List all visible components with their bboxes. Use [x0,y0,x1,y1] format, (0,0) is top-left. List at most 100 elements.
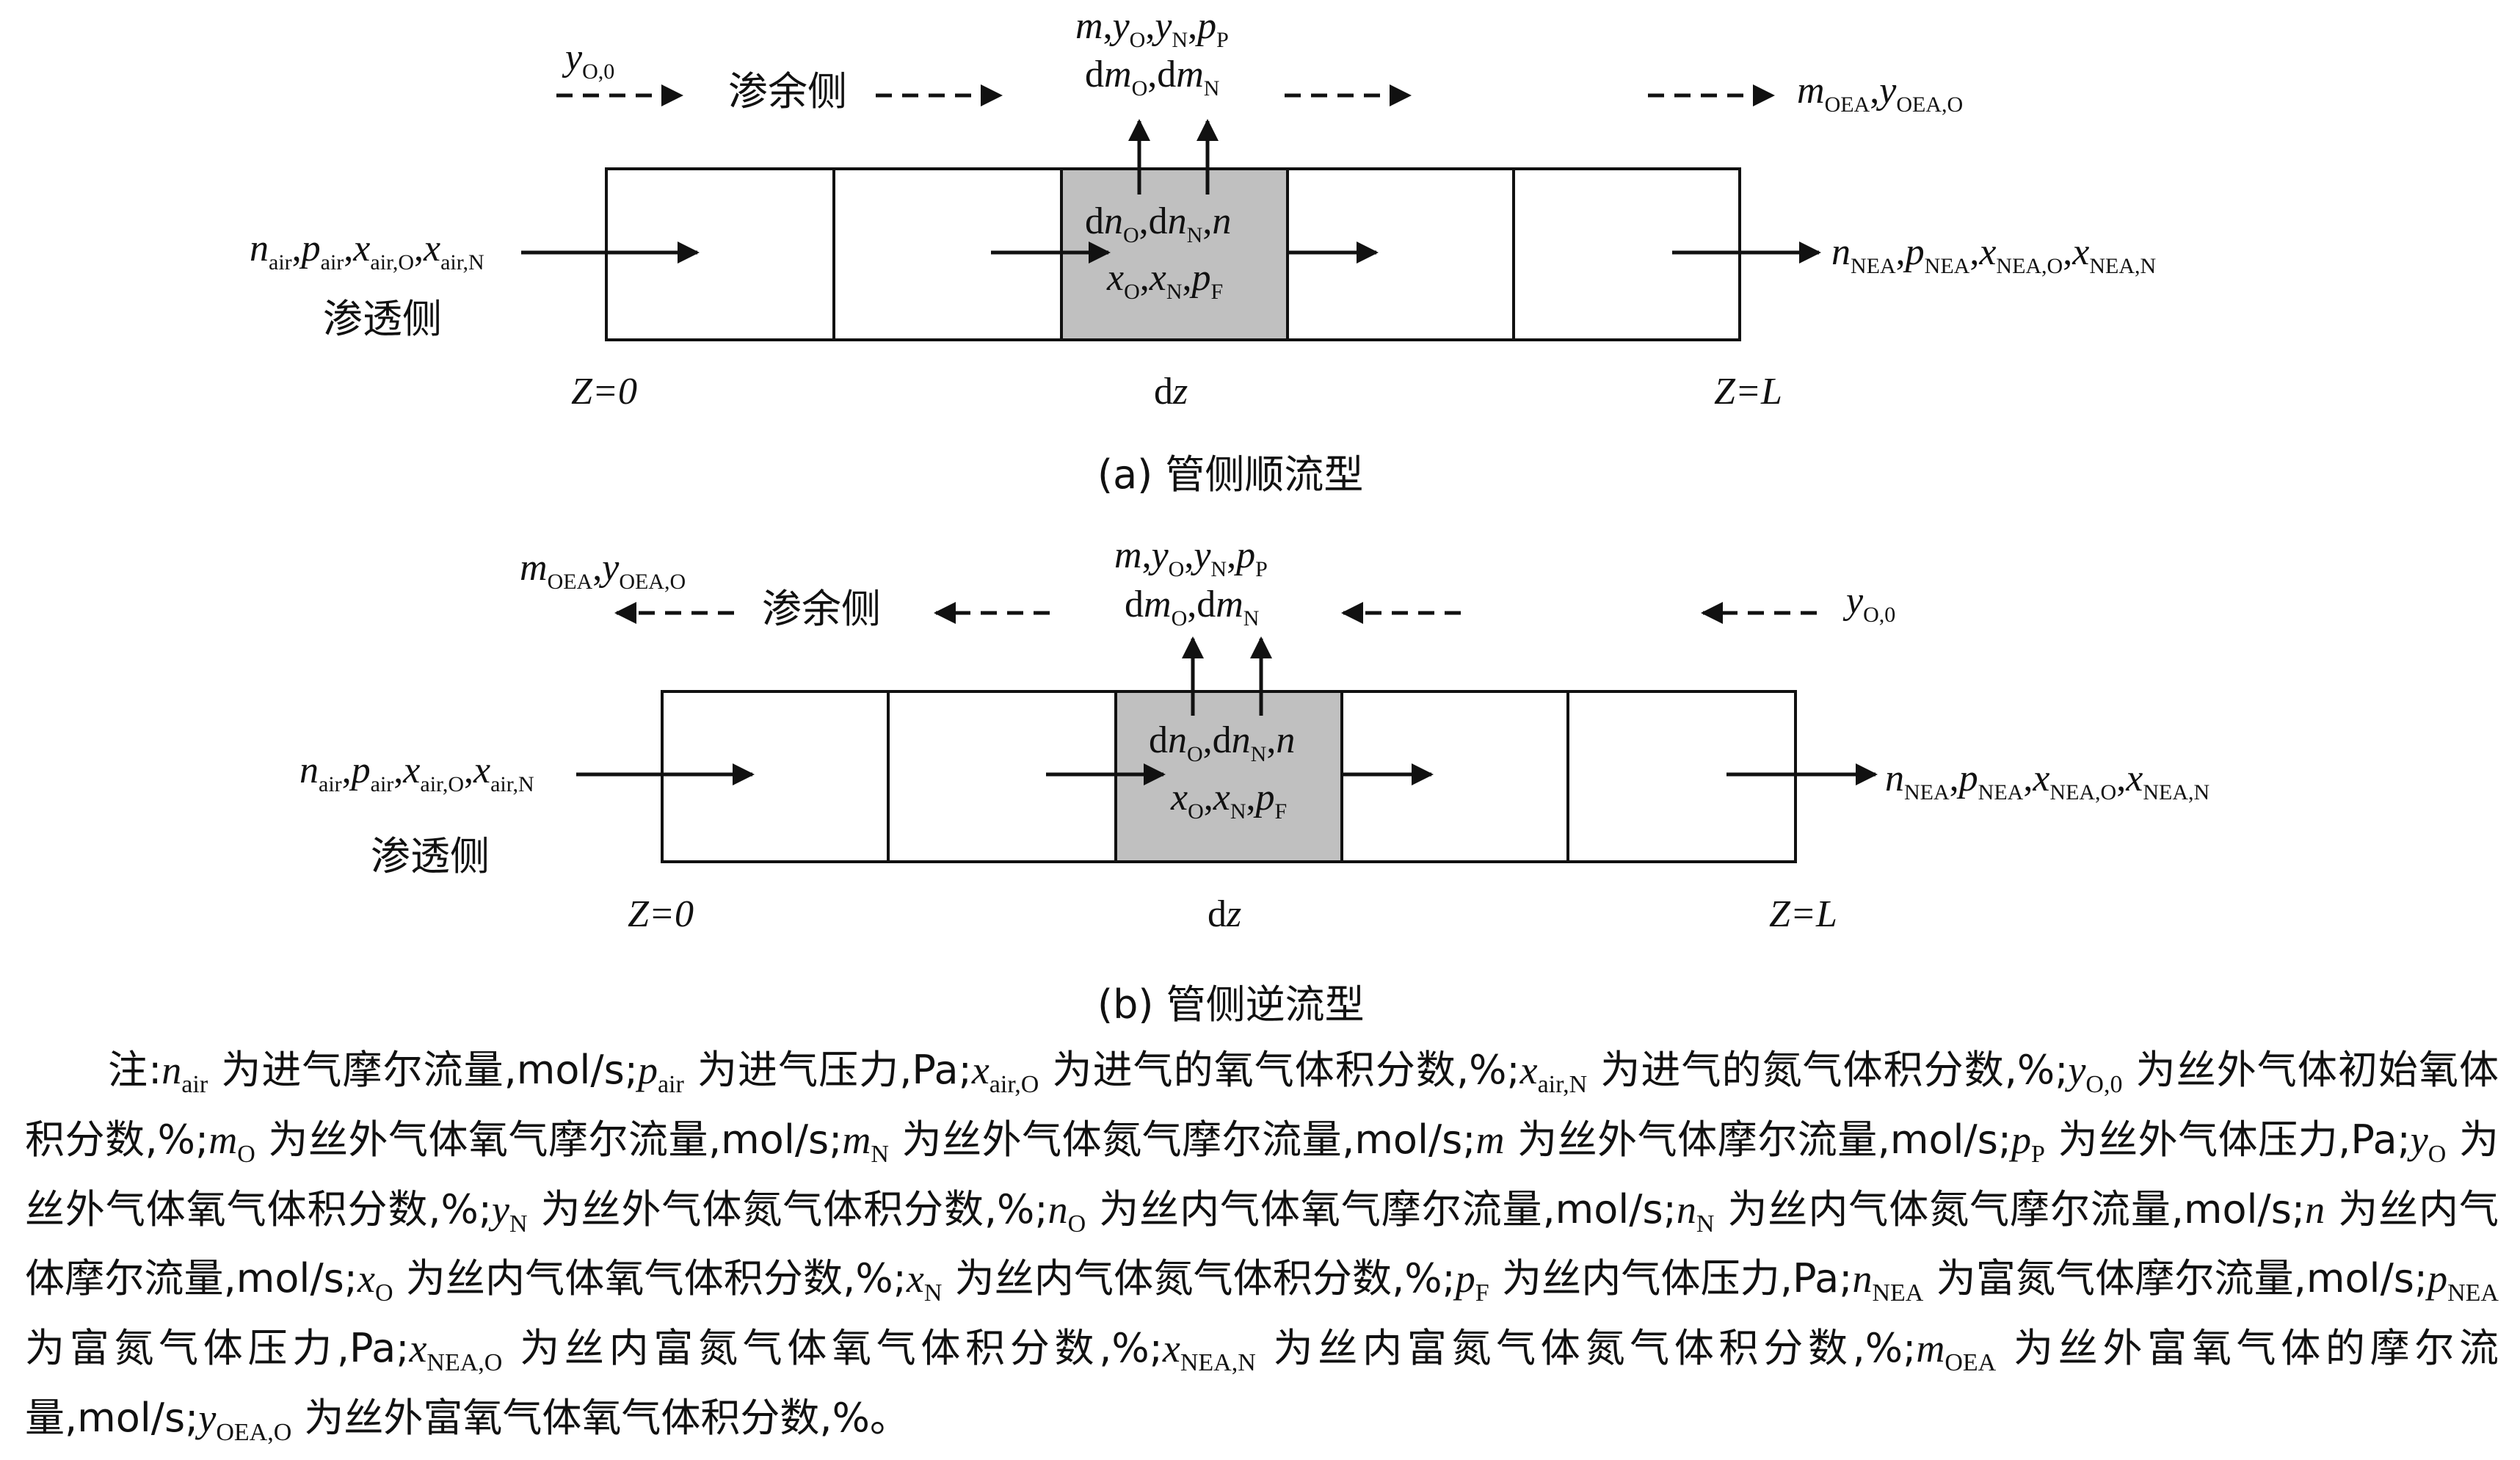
feed-side-label-b: 渗透侧 [371,833,490,879]
note-item: pNEA 为富氮气体压力,Pa; [25,1255,2499,1371]
figure-note: 注:nair 为进气摩尔流量,mol/s;pair 为进气压力,Pa;xair,… [25,1042,2499,1460]
note-description: 为丝外气体氮气体积分数,%; [527,1185,1048,1232]
note-item: mO 为丝外气体氧气摩尔流量,mol/s; [208,1116,843,1168]
note-symbol: n [2305,1187,2325,1232]
z0-label-b: Z=0 [628,893,694,935]
note-subscript: NEA,O [426,1348,503,1376]
note-item: nair 为进气摩尔流量,mol/s; [161,1047,638,1098]
note-description: 为丝外富氧气体氧气体积分数,%。 [291,1394,909,1441]
note-item: xNEA,N 为丝内富氮气体氮气体积分数,%; [1162,1325,1917,1376]
note-subscript: air [181,1070,208,1098]
note-symbol: m [208,1117,238,1162]
note-description: 为丝内气体摩尔流量,mol/s; [25,1185,2499,1302]
note-description: 为丝外气体压力,Pa; [2044,1116,2411,1163]
note-subscript: O [1067,1210,1086,1238]
note-symbol: x [409,1326,427,1371]
note-item: xO 为丝内气体氧气体积分数,%; [357,1255,907,1307]
note-symbol: y [198,1395,217,1440]
note-item: m 为丝外气体摩尔流量,mol/s; [1475,1116,2011,1163]
zl-label-b: Z=L [1769,893,1837,935]
note-symbol: y [2410,1117,2428,1162]
note-item: xN 为丝内气体氮气体积分数,%; [906,1255,1456,1307]
note-symbol: p [2428,1257,2448,1301]
module-cell-b4 [1340,690,1569,863]
note-description: 为进气压力,Pa; [683,1047,972,1093]
diagram-a: yO,0 渗余侧 mOEA,yOEA,O m,yO,yN,pP dmO,dmN … [250,5,2156,498]
note-symbol: p [2011,1117,2032,1162]
caption-a: (a) 管侧顺流型 [1097,451,1363,498]
note-description: 为进气摩尔流量,mol/s; [208,1047,638,1093]
note-symbol: n [1852,1257,1873,1301]
permeate-flux-label-b: dmO,dmN [1125,584,1259,631]
cell-flow-label-b: dnO,dnN,n [1149,719,1295,766]
m-oea-label-b: mOEA,yOEA,O [520,547,686,594]
note-description: 为丝外气体氧气摩尔流量,mol/s; [255,1116,843,1163]
note-description: 为丝外气体氮气摩尔流量,mol/s; [888,1116,1476,1163]
note-description: 为丝内气体氧气体积分数,%; [393,1255,907,1302]
note-subscript: N [871,1140,889,1168]
note-description: 为丝内气体压力,Pa; [1489,1255,1853,1302]
note-item: yOEA,O 为丝外富氧气体氧气体积分数,%。 [198,1394,909,1446]
note-description: 为富氮气体压力,Pa; [25,1325,410,1372]
note-item: xNEA,O 为丝内富氮气体氧气体积分数,%; [409,1325,1162,1376]
note-item: pair 为进气压力,Pa; [637,1047,972,1098]
note-item: xair,N 为进气的氮气体积分数,%; [1519,1047,2069,1098]
note-subscript: NEA,N [1180,1348,1256,1376]
note-item: n 为丝内气体摩尔流量,mol/s; [25,1186,2499,1302]
membrane-flow-diagram: yO,0 渗余侧 mOEA,yOEA,O m,yO,yN,pP dmO,dmN … [250,5,2209,1028]
dz-label-b: dz [1208,893,1241,935]
zl-label-a: Z=L [1714,371,1782,413]
note-symbol: x [1519,1048,1538,1092]
note-item: xair,O 为进气的氧气体积分数,%; [972,1047,1520,1098]
note-item: nNEA 为富氮气体摩尔流量,mol/s; [1852,1255,2428,1307]
note-symbol: x [906,1257,924,1301]
note-description: 为丝外气体氧气体积分数,%; [25,1116,2499,1232]
permeate-vars-label-a: m,yO,yN,pP [1075,5,1229,52]
note-subscript: O [237,1140,255,1168]
note-symbol: x [357,1257,375,1301]
note-subscript: F [1475,1279,1489,1307]
module-cell-b2 [887,690,1117,863]
note-description: 为进气的氮气体积分数,%; [1587,1047,2069,1093]
cell-state-label-a: xO,xN,pF [1106,257,1223,304]
note-description: 为富氮气体摩尔流量,mol/s; [1923,1255,2428,1302]
note-intro: 注: [107,1047,162,1093]
note-subscript: O,0 [2085,1070,2123,1098]
note-item: pP 为丝外气体压力,Pa; [2011,1116,2411,1168]
feed-inlet-label-b: nair,pair,xair,O,xair,N [299,749,534,796]
note-subscript: air,N [1537,1070,1588,1098]
permeate-side-label-b: 渗余侧 [762,586,881,632]
note-item: nO 为丝内气体氧气摩尔流量,mol/s; [1047,1186,1677,1238]
note-symbol: y [2068,1048,2086,1092]
note-description: 为丝内气体氮气摩尔流量,mol/s; [1714,1185,2306,1232]
module-cell-b1 [661,690,890,863]
note-items: nair 为进气摩尔流量,mol/s;pair 为进气压力,Pa;xair,O … [25,1047,2499,1446]
y-o0-label-a: yO,0 [562,37,614,84]
note-item: mN 为丝外气体氮气摩尔流量,mol/s; [842,1116,1476,1168]
permeate-side-label-a: 渗余侧 [728,68,847,115]
note-item: pF 为丝内气体压力,Pa; [1455,1255,1853,1307]
note-symbol: p [637,1048,658,1092]
note-item: yN 为丝外气体氮气体积分数,%; [492,1185,1048,1238]
note-symbol: n [1676,1187,1696,1232]
permeate-flux-label-a: dmO,dmN [1085,54,1219,101]
nea-outlet-label-a: nNEA,pNEA,xNEA,O,xNEA,N [1831,231,2156,278]
note-description: 为丝内富氮气体氮气体积分数,%; [1255,1325,1917,1372]
note-item: yO 为丝外气体氧气体积分数,%; [25,1116,2499,1232]
permeate-vars-label-b: m,yO,yN,pP [1114,534,1268,581]
m-oea-label-a: mOEA,yOEA,O [1797,70,1963,117]
dz-label-a: dz [1154,371,1188,413]
note-symbol: m [1475,1117,1505,1162]
feed-inlet-label-a: nair,pair,xair,O,xair,N [250,228,484,275]
module-cell-b5 [1566,690,1797,863]
note-symbol: n [1047,1187,1068,1232]
note-symbol: n [161,1048,182,1092]
note-subscript: OEA [1945,1348,1997,1376]
diagram-b: mOEA,yOEA,O 渗余侧 yO,0 m,yO,yN,pP dmO,dmN … [299,534,2209,1028]
note-subscript: OEA,O [216,1418,292,1446]
caption-b: (b) 管侧逆流型 [1097,981,1365,1028]
note-subscript: air,O [989,1070,1039,1098]
note-symbol: x [1162,1326,1180,1371]
note-subscript: air [657,1070,684,1098]
note-symbol: p [1455,1257,1475,1301]
